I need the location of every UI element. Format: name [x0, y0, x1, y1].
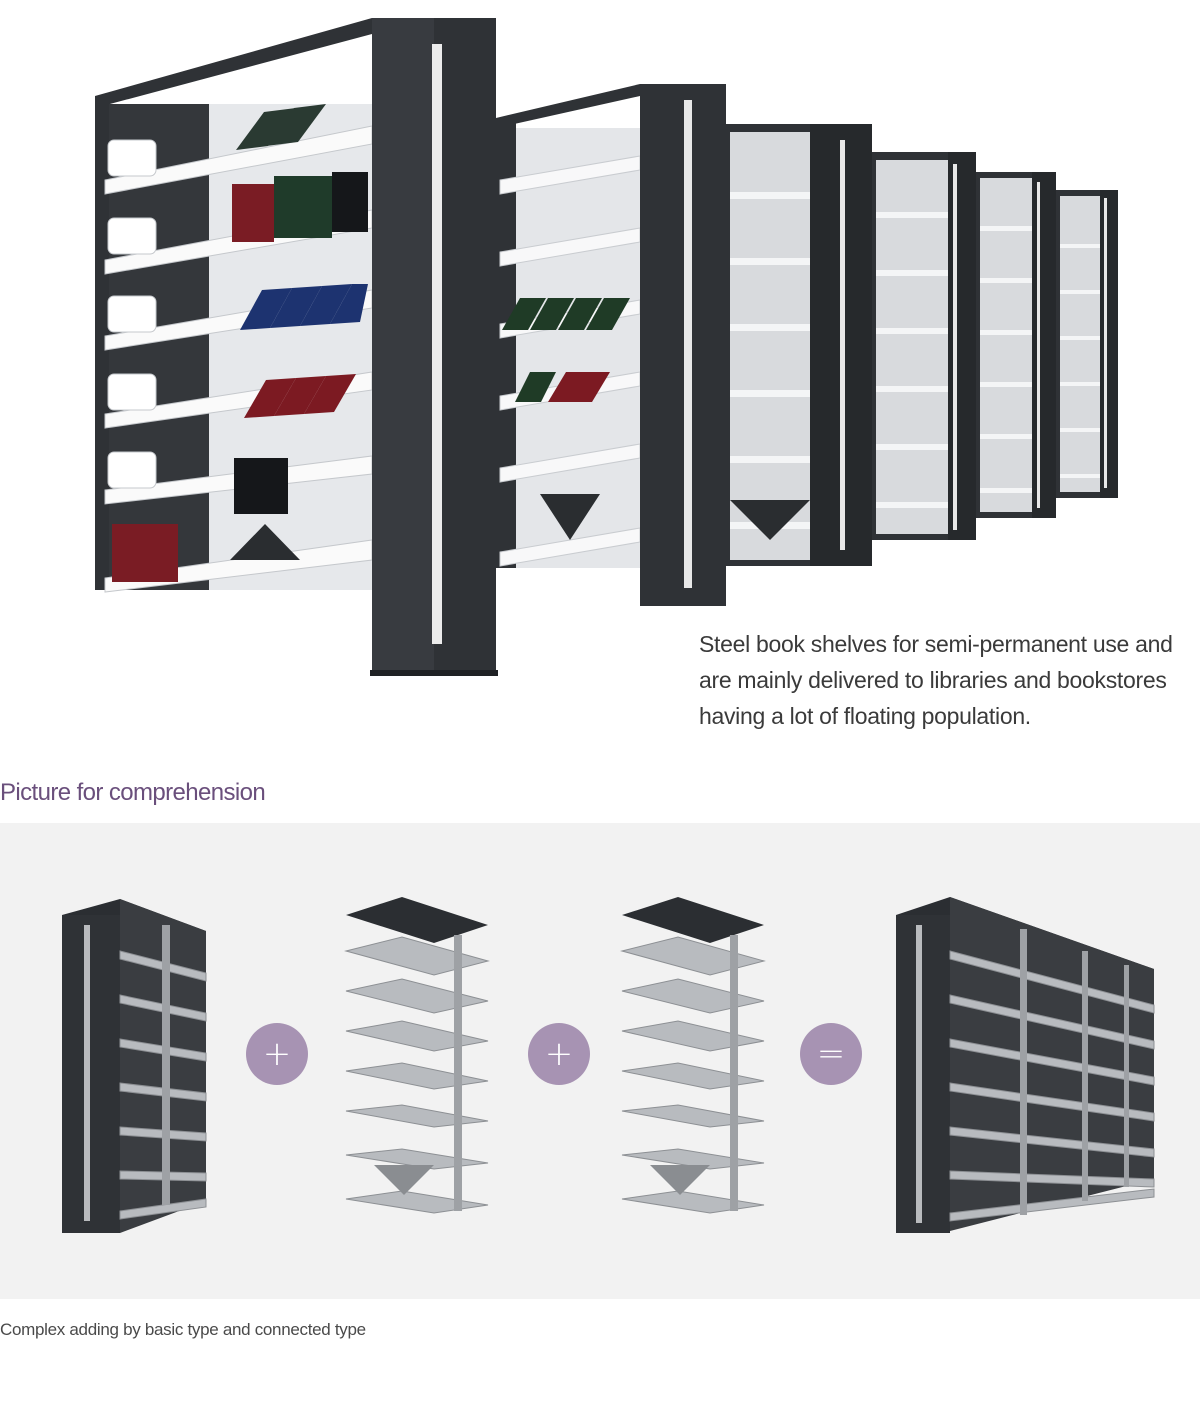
complex-shelf-image [896, 897, 1155, 1233]
shelf-unit-far-3 [872, 152, 976, 540]
comprehension-caption: Complex adding by basic type and connect… [0, 1320, 366, 1339]
hero-image: Steel book shelves for semi-permanent us… [95, 18, 1173, 729]
shelf-unit-far-5 [1056, 190, 1118, 498]
shelf-unit-far-2 [724, 124, 872, 566]
library-shelves-illustration [95, 18, 1118, 676]
hero-description: Steel book shelves for semi-permanent us… [699, 631, 1173, 729]
section-title: Picture for comprehension [0, 779, 266, 806]
basic-type-shelf-image [62, 899, 207, 1233]
connected-type-shelf-image-1 [344, 897, 490, 1214]
connected-type-shelf-image-2 [620, 897, 766, 1214]
shelf-unit-front [95, 18, 498, 676]
comprehension-panel: + + = [0, 823, 1200, 1299]
plus-operator: + [528, 1023, 590, 1085]
shelf-unit-middle [496, 84, 726, 606]
shelf-unit-far-4 [976, 172, 1056, 518]
plus-operator: + [246, 1023, 308, 1085]
equals-operator: = [800, 1023, 862, 1085]
